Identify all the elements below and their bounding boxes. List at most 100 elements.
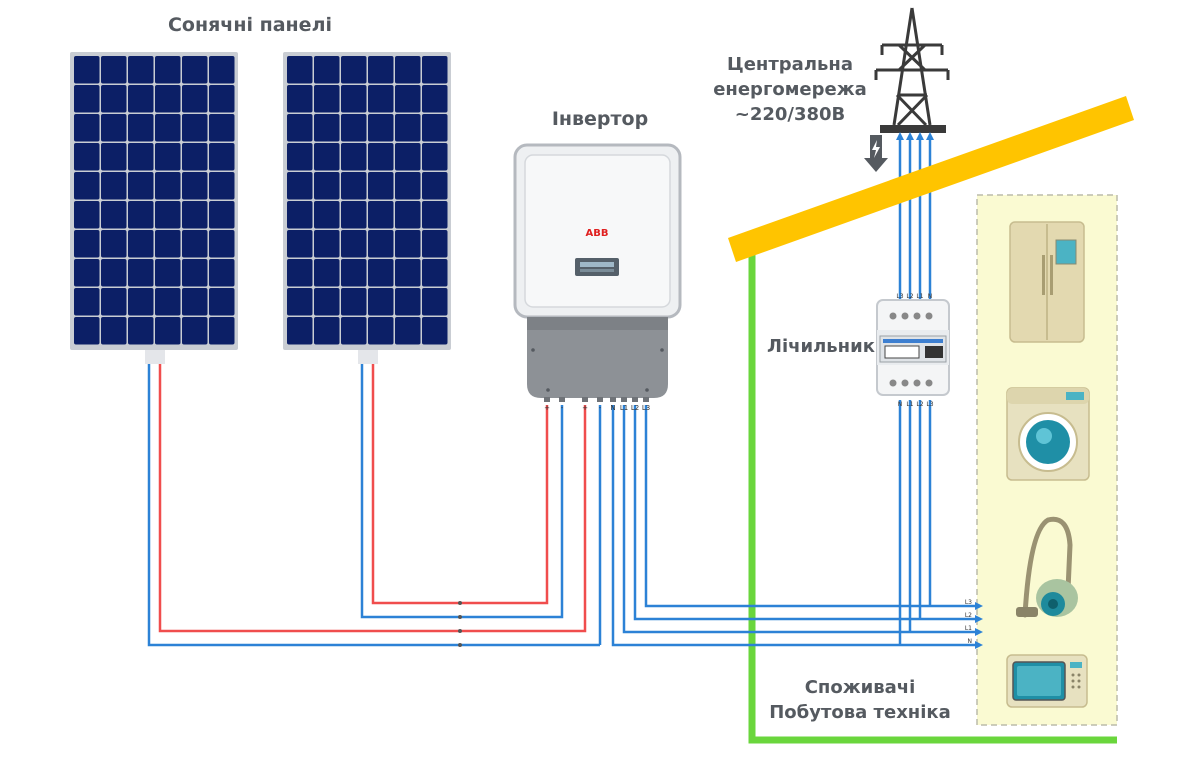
solar-cell <box>314 114 340 142</box>
solar-cell <box>101 288 127 316</box>
solar-panel-2 <box>283 52 451 364</box>
solar-cell <box>209 317 235 345</box>
solar-cell <box>422 317 448 345</box>
solar-cell <box>341 56 367 84</box>
solar-cell <box>182 201 208 229</box>
inverter-connector-pin <box>582 397 588 402</box>
solar-cell <box>128 172 154 200</box>
solar-cell <box>287 288 313 316</box>
solar-cell <box>314 172 340 200</box>
solar-cell <box>128 56 154 84</box>
solar-cell <box>209 114 235 142</box>
solar-cell <box>395 143 421 171</box>
solar-panels-label: Сонячні панелі <box>167 14 332 36</box>
solar-cell <box>155 56 181 84</box>
consumer-input-labels: L3 L2 L1 N <box>965 599 972 645</box>
solar-cell <box>74 56 100 84</box>
inverter-connector-pin <box>632 397 638 402</box>
solar-cell <box>368 230 394 258</box>
solar-cell <box>128 259 154 287</box>
solar-cell <box>314 317 340 345</box>
solar-cell <box>182 288 208 316</box>
solar-cell <box>314 85 340 113</box>
solar-cell <box>341 259 367 287</box>
meter-top-l2: L2 <box>906 293 913 300</box>
meter-top-n: N <box>928 293 933 300</box>
inverter-terminals: + - + - N L1 L2 L3 <box>544 404 650 412</box>
inverter-terminal-n: N <box>610 404 615 412</box>
washing-machine-icon <box>1006 387 1090 481</box>
meter-bottom-l2: L2 <box>916 401 923 408</box>
solar-cell <box>101 201 127 229</box>
solar-cell <box>74 143 100 171</box>
consumers-label: Споживачі Побутова техніка <box>760 675 960 725</box>
solar-cell <box>182 317 208 345</box>
solar-cell <box>314 201 340 229</box>
solar-cell <box>155 259 181 287</box>
consumer-input-l2: L2 <box>965 612 972 619</box>
solar-cell <box>422 259 448 287</box>
solar-cell <box>74 85 100 113</box>
solar-cell <box>422 201 448 229</box>
solar-cell <box>182 56 208 84</box>
solar-cell <box>395 230 421 258</box>
power-tower-icon <box>874 7 950 127</box>
solar-cell <box>74 201 100 229</box>
solar-cell <box>101 143 127 171</box>
solar-cell <box>74 259 100 287</box>
solar-cell <box>182 259 208 287</box>
roof <box>728 96 1134 262</box>
solar-cell <box>128 143 154 171</box>
solar-cell <box>368 201 394 229</box>
solar-cell <box>341 288 367 316</box>
solar-cell <box>287 259 313 287</box>
solar-cell <box>155 143 181 171</box>
solar-cell <box>155 114 181 142</box>
solar-cell <box>74 230 100 258</box>
solar-cell <box>128 288 154 316</box>
solar-cell <box>314 288 340 316</box>
panel1-positive-wire <box>158 362 587 633</box>
solar-cell <box>74 288 100 316</box>
solar-cell <box>209 85 235 113</box>
inverter: ABB <box>513 143 682 402</box>
inverter-terminal-minus-1: - <box>561 404 564 412</box>
meter-bottom-n: N <box>898 401 903 408</box>
panel2-dc-wires <box>360 362 564 619</box>
solar-cell <box>209 56 235 84</box>
inverter-ac-wires <box>611 405 975 647</box>
solar-cell <box>341 172 367 200</box>
solar-cell <box>209 288 235 316</box>
solar-cell <box>314 56 340 84</box>
solar-cell <box>182 172 208 200</box>
solar-cell <box>209 230 235 258</box>
solar-cell <box>341 85 367 113</box>
inverter-connector-pin <box>621 397 627 402</box>
solar-cell <box>287 114 313 142</box>
inverter-terminal-minus-2: - <box>599 404 602 412</box>
solar-cell <box>101 259 127 287</box>
solar-cell <box>101 317 127 345</box>
meter-to-bus-wires <box>898 400 932 645</box>
consumer-input-l1: L1 <box>965 625 972 632</box>
grid-label-line3: ~220/380В <box>734 104 846 125</box>
inverter-terminal-plus-1: + <box>544 404 550 412</box>
tower-base <box>880 125 946 133</box>
electric-meter <box>876 299 950 396</box>
solar-cell <box>395 56 421 84</box>
solar-cell <box>314 259 340 287</box>
meter-top-terminals: L3 L2 L1 N <box>896 293 932 300</box>
panel1-dc-wires <box>147 362 600 647</box>
solar-cell <box>314 230 340 258</box>
solar-cell <box>341 230 367 258</box>
solar-cell <box>182 85 208 113</box>
solar-cell <box>182 230 208 258</box>
solar-cell <box>368 172 394 200</box>
solar-cell <box>287 201 313 229</box>
solar-cell <box>395 317 421 345</box>
solar-cell <box>395 172 421 200</box>
solar-cell <box>422 143 448 171</box>
solar-cell <box>368 56 394 84</box>
solar-cell <box>101 172 127 200</box>
